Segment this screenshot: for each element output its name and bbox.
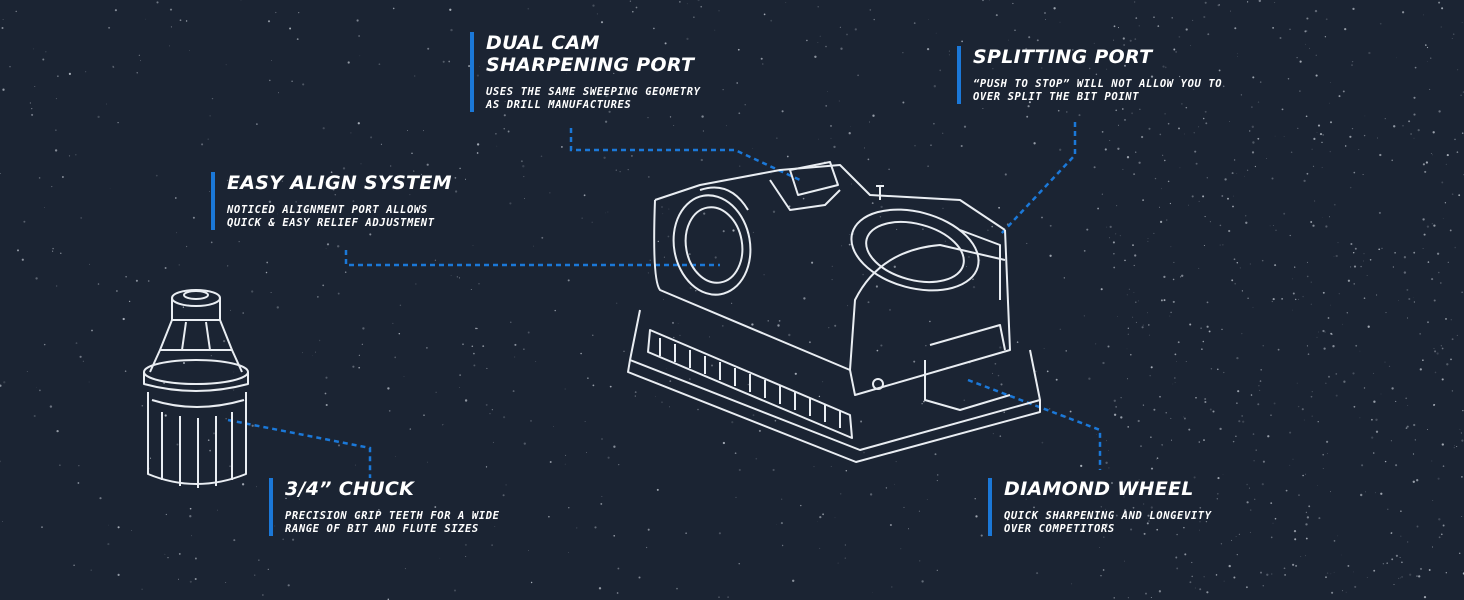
callout-title: DIAMOND WHEEL bbox=[1004, 478, 1194, 500]
leader-splitting-port bbox=[999, 122, 1077, 236]
callout-title: 3/4” CHUCK bbox=[285, 478, 415, 500]
chuck-drawing bbox=[143, 289, 249, 488]
callout-splitting-port: SPLITTING PORT “PUSH TO STOP” WILL NOT A… bbox=[957, 46, 1222, 104]
callout-dual-cam: DUAL CAM SHARPENING PORT USES THE SAME S… bbox=[470, 32, 701, 112]
callout-description: “PUSH TO STOP” WILL NOT ALLOW YOU TO OVE… bbox=[973, 78, 1223, 103]
callout-description: NOTICED ALIGNMENT PORT ALLOWS QUICK & EA… bbox=[227, 204, 435, 229]
leader-lines bbox=[227, 122, 1102, 478]
callout-easy-align: EASY ALIGN SYSTEM NOTICED ALIGNMENT PORT… bbox=[211, 172, 452, 230]
callout-title: DUAL CAM SHARPENING PORT bbox=[486, 32, 695, 76]
leader-diamond-wheel bbox=[967, 378, 1102, 470]
leader-dual-cam bbox=[569, 128, 801, 182]
callout-description: QUICK SHARPENING AND LONGEVITY OVER COMP… bbox=[1004, 510, 1212, 535]
sharpener-drawing bbox=[627, 161, 1041, 463]
callout-title: SPLITTING PORT bbox=[973, 46, 1153, 68]
callout-diamond-wheel: DIAMOND WHEEL QUICK SHARPENING AND LONGE… bbox=[988, 478, 1212, 536]
callout-description: USES THE SAME SWEEPING GEOMETRY AS DRILL… bbox=[486, 86, 701, 111]
leader-easy-align bbox=[344, 250, 720, 267]
callout-title: EASY ALIGN SYSTEM bbox=[227, 172, 452, 194]
callout-description: PRECISION GRIP TEETH FOR A WIDE RANGE OF… bbox=[285, 510, 500, 535]
callout-chuck: 3/4” CHUCK PRECISION GRIP TEETH FOR A WI… bbox=[269, 478, 500, 536]
leader-chuck bbox=[227, 418, 372, 478]
